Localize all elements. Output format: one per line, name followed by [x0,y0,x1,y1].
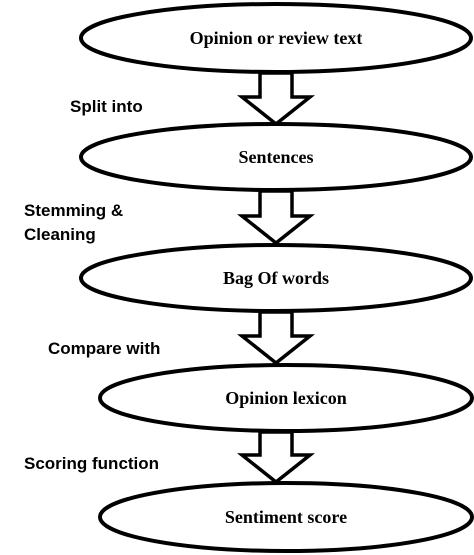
flow-arrow-4 [236,430,316,485]
edge-label-split-into: Split into [70,97,143,116]
node-label: Sentences [239,147,314,167]
node-label: Bag Of words [223,268,329,288]
edge-label-line: Cleaning [24,225,96,244]
node-bag-of-words: Bag Of words [79,243,473,313]
node-opinion-or-review-text: Opinion or review text [79,2,473,74]
down-arrow-icon [236,430,316,485]
node-label: Sentiment score [225,507,347,527]
down-arrow-icon [236,189,316,246]
down-arrow-icon [236,71,316,127]
node-label: Opinion lexicon [225,388,347,408]
flow-arrow-3 [236,310,316,366]
edge-label-line: Scoring function [24,454,159,473]
edge-label-stemming-cleaning: Stemming & Cleaning [24,201,123,244]
flow-arrow-2 [236,189,316,246]
node-sentences: Sentences [79,122,473,192]
edge-label-compare-with: Compare with [48,339,160,358]
edge-label-line: Stemming & [24,201,123,220]
edge-label-line: Split into [70,97,143,116]
flow-arrow-1 [236,71,316,127]
down-arrow-icon [236,310,316,366]
node-ellipse [98,481,474,553]
edge-label-scoring-function: Scoring function [24,454,159,473]
node-sentiment-score: Sentiment score [98,481,474,553]
node-opinion-lexicon: Opinion lexicon [98,363,474,433]
edge-label-line: Compare with [48,339,160,358]
node-label: Opinion or review text [190,28,363,48]
